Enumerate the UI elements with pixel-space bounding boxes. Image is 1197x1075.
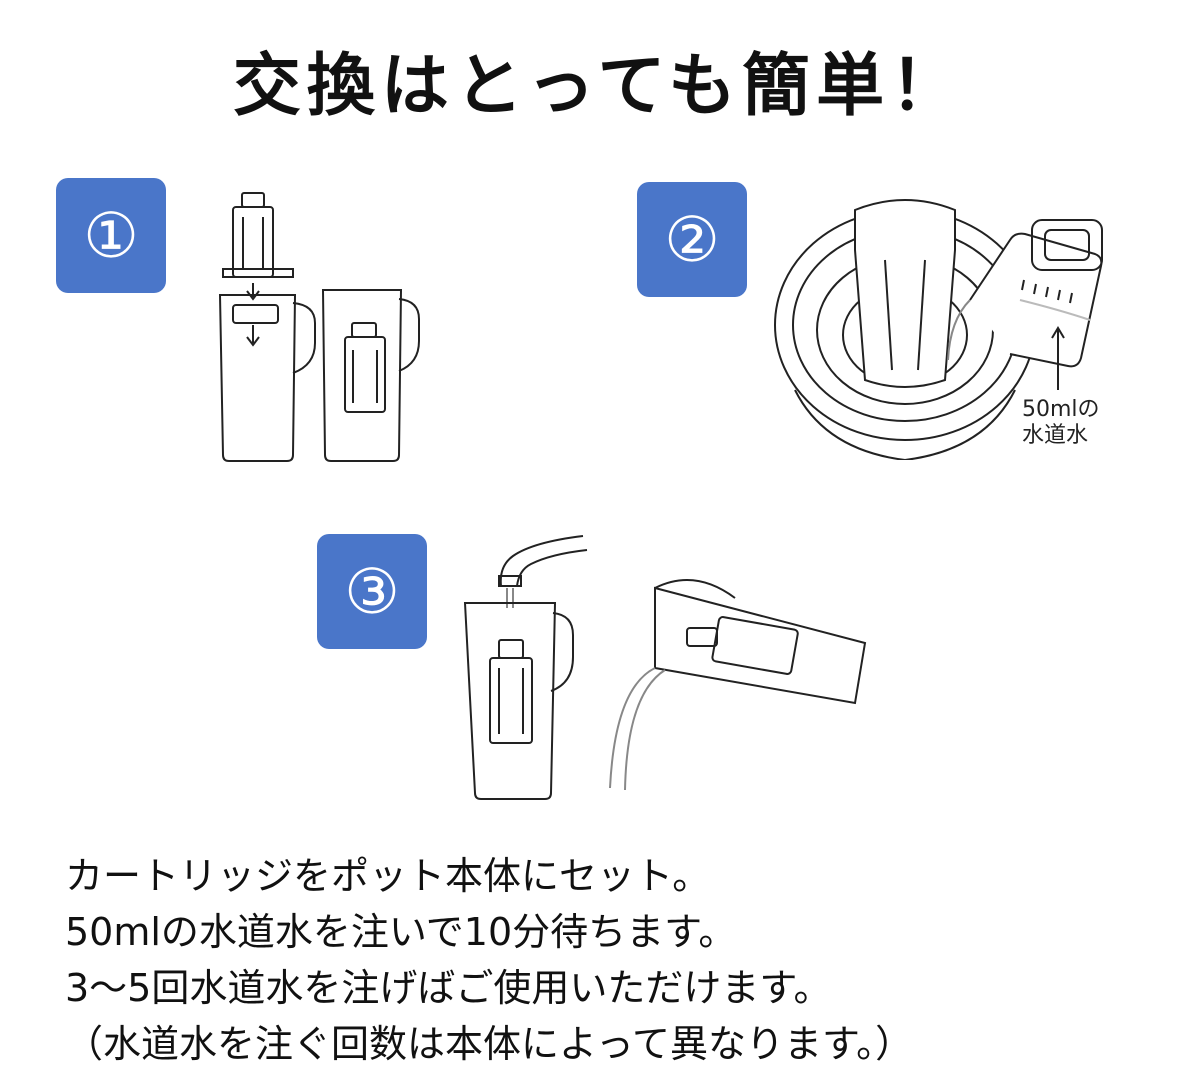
step-1-illustration — [205, 185, 430, 470]
instructions: カートリッジをポット本体にセット。 50mlの水道水を注いで10分待ちます。 3… — [65, 848, 1165, 1072]
instruction-line-1: カートリッジをポット本体にセット。 — [65, 854, 711, 898]
step-2-caption: 50mlの 水道水 — [1022, 397, 1100, 450]
step-3-badge: ③ — [317, 534, 427, 649]
step-1-badge: ① — [56, 178, 166, 293]
step-2-illustration — [770, 190, 1130, 460]
instruction-line-2: 50mlの水道水を注いで10分待ちます。 — [65, 910, 737, 954]
step-2-badge: ② — [637, 182, 747, 297]
instruction-line-3: 3～5回水道水を注げばご使用いただけます。 — [65, 966, 832, 1010]
caption-line-2: 水道水 — [1022, 423, 1089, 449]
page-title: 交換はとっても簡単！ — [232, 47, 965, 126]
step-3-illustration — [455, 528, 895, 803]
instruction-line-4: （水道水を注ぐ回数は本体によって異なります。） — [65, 1022, 914, 1066]
caption-line-1: 50mlの — [1022, 397, 1100, 422]
